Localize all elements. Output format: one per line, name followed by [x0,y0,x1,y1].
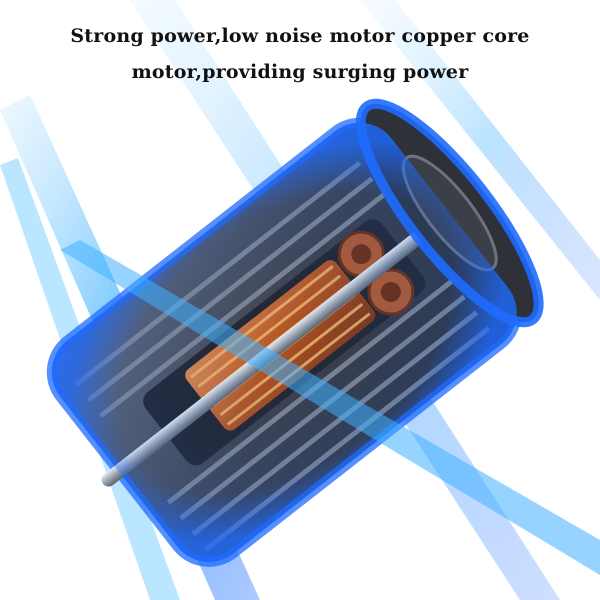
caption-line-2: motor,providing surging power [131,61,469,83]
motor-body [46,98,544,567]
foreground-beam [60,240,600,575]
caption-line-1: Strong power,low noise motor copper core [70,25,530,47]
headline-caption: Strong power,low noise motor copper core… [0,18,600,90]
